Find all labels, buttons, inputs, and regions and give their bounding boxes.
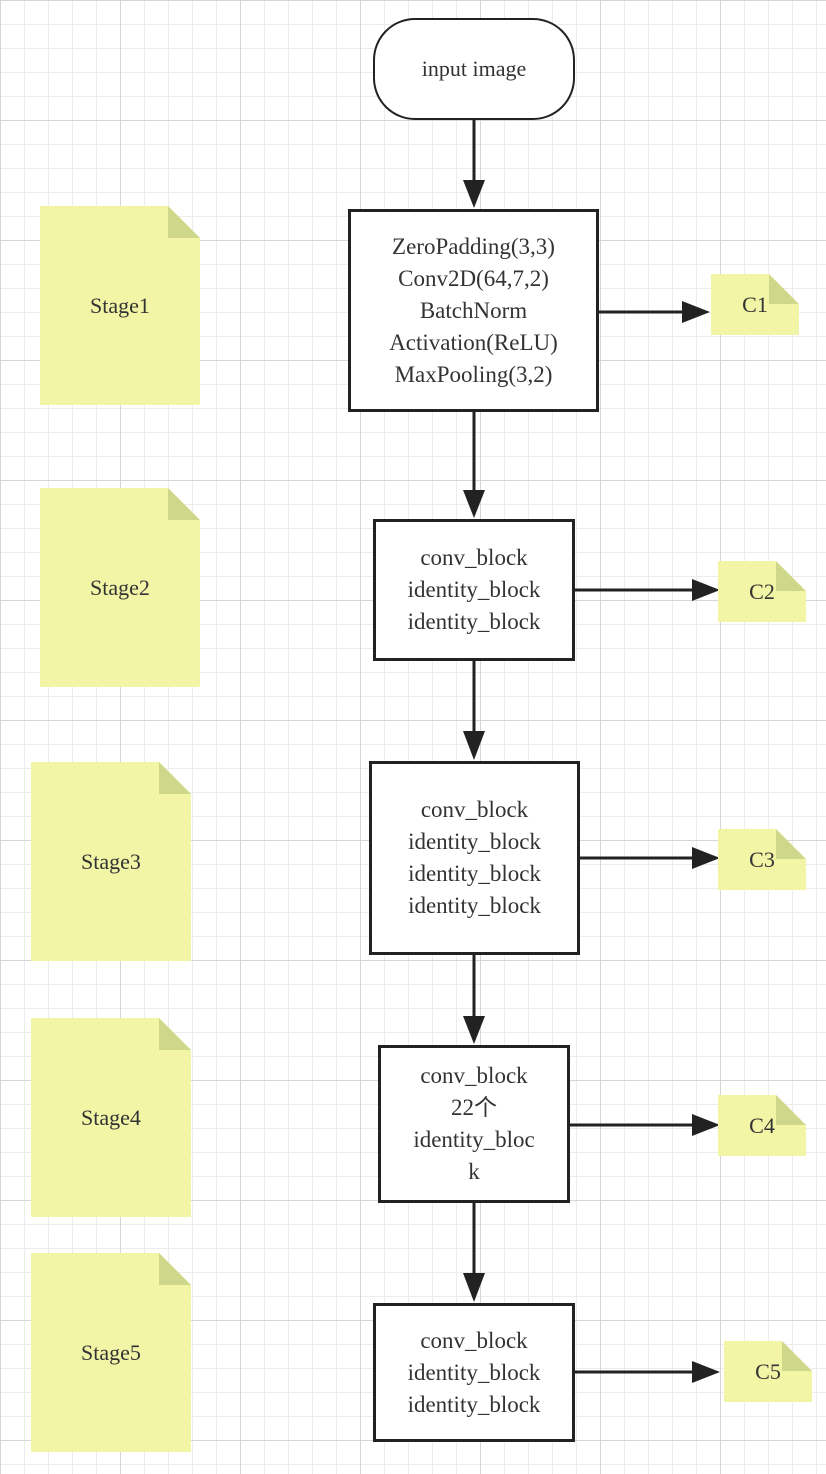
note-fold [776,561,806,591]
block-line: identity_bloc [413,1127,535,1152]
block-line: identity_block [408,893,541,918]
stage-label: Stage5 [81,1339,141,1365]
output-arrow-c3 [580,847,720,869]
output-arrow-c4 [570,1114,720,1136]
output-label: C4 [749,1112,775,1138]
output-note-c5: C5 [724,1341,812,1402]
vertical-arrow-stage3-to-stage4 [463,955,485,1044]
stage-label: Stage3 [81,848,141,874]
output-arrow-c5 [575,1361,720,1383]
stage-note-3: Stage3 [31,762,191,961]
process-block-stage1: ZeroPadding(3,3) Conv2D(64,7,2) BatchNor… [348,209,599,412]
output-label: C5 [755,1358,781,1384]
block-line: identity_block [407,577,541,602]
stage-note-1: Stage1 [40,206,200,405]
vertical-arrow-start-to-stage1 [463,120,485,208]
stage-note-4: Stage4 [31,1018,191,1217]
output-arrow-c2 [575,579,720,601]
block-line: MaxPooling(3,2) [394,361,553,387]
note-fold [769,274,799,304]
start-terminator: input image [373,18,575,120]
vertical-arrow-stage4-to-stage5 [463,1203,485,1302]
block-line: conv_block [420,797,529,822]
note-fold [159,1253,191,1285]
note-fold [776,1095,806,1125]
block-line: conv_block [420,1063,528,1088]
note-fold [168,488,200,520]
vertical-arrow-stage1-to-stage2 [463,412,485,518]
output-label: C3 [749,846,775,872]
note-fold [782,1341,812,1371]
block-line: identity_block [408,861,541,886]
block-line: Conv2D(64,7,2) [398,265,549,291]
block-line: identity_block [407,1359,541,1385]
vertical-arrow-stage2-to-stage3 [463,661,485,760]
block-line: BatchNorm [419,297,528,323]
stage-label: Stage4 [81,1104,141,1130]
stage-label: Stage1 [90,292,150,318]
block-line: Activation(ReLU) [389,329,558,355]
output-note-c4: C4 [718,1095,806,1156]
output-note-c2: C2 [718,561,806,622]
block-line: k [468,1159,480,1184]
process-block-stage3: conv_block identity_block identity_block… [369,761,580,955]
block-line: identity_block [407,609,541,634]
output-arrow-c1 [599,301,710,323]
output-note-c1: C1 [711,274,799,335]
output-label: C1 [742,291,768,317]
process-block-stage2: conv_block identity_block identity_block [373,519,575,661]
block-line: 22个 [451,1095,497,1120]
output-label: C2 [749,578,775,604]
note-fold [168,206,200,238]
stage-note-5: Stage5 [31,1253,191,1452]
block-line: identity_block [408,829,541,854]
stage-note-2: Stage2 [40,488,200,687]
block-line: identity_block [407,1391,541,1417]
output-note-c3: C3 [718,829,806,890]
note-fold [159,762,191,794]
note-fold [776,829,806,859]
block-line: ZeroPadding(3,3) [392,233,555,259]
start-label: input image [421,56,527,81]
stage-label: Stage2 [90,574,150,600]
process-block-stage4: conv_block 22个 identity_bloc k [378,1045,570,1203]
block-line: conv_block [420,1327,528,1353]
note-fold [159,1018,191,1050]
process-block-stage5: conv_block identity_block identity_block [373,1303,575,1442]
block-line: conv_block [420,545,528,570]
